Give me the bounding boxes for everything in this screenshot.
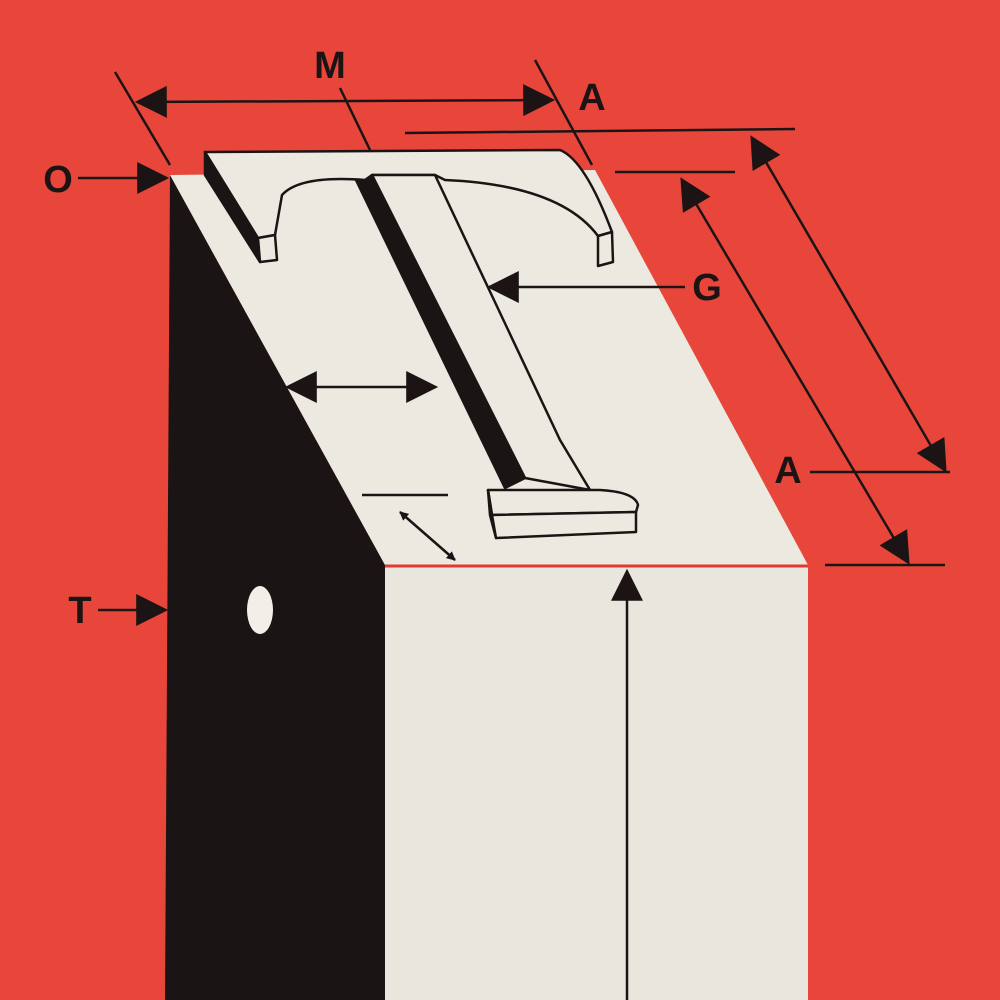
label-o: O: [43, 159, 73, 201]
extension-line-left: [113, 71, 172, 166]
width-dimension-arrow: [134, 84, 556, 118]
shoulder-depth-arrow: [399, 511, 456, 561]
m-pointer-line: [338, 87, 372, 151]
label-t: T: [68, 590, 91, 632]
label-a-right: A: [774, 450, 801, 492]
label-a-top: A: [578, 77, 605, 119]
top-reference-line: [404, 127, 796, 135]
body-size-arrow: [750, 135, 947, 473]
label-m: M: [314, 45, 346, 87]
block-front-face: [385, 565, 808, 1000]
extension-line-right: [533, 59, 594, 166]
letter-t: [203, 148, 640, 540]
nick-hole: [247, 586, 273, 634]
label-g: G: [692, 267, 722, 309]
block-side-face: [165, 175, 385, 1000]
height-arrow: [680, 177, 910, 565]
